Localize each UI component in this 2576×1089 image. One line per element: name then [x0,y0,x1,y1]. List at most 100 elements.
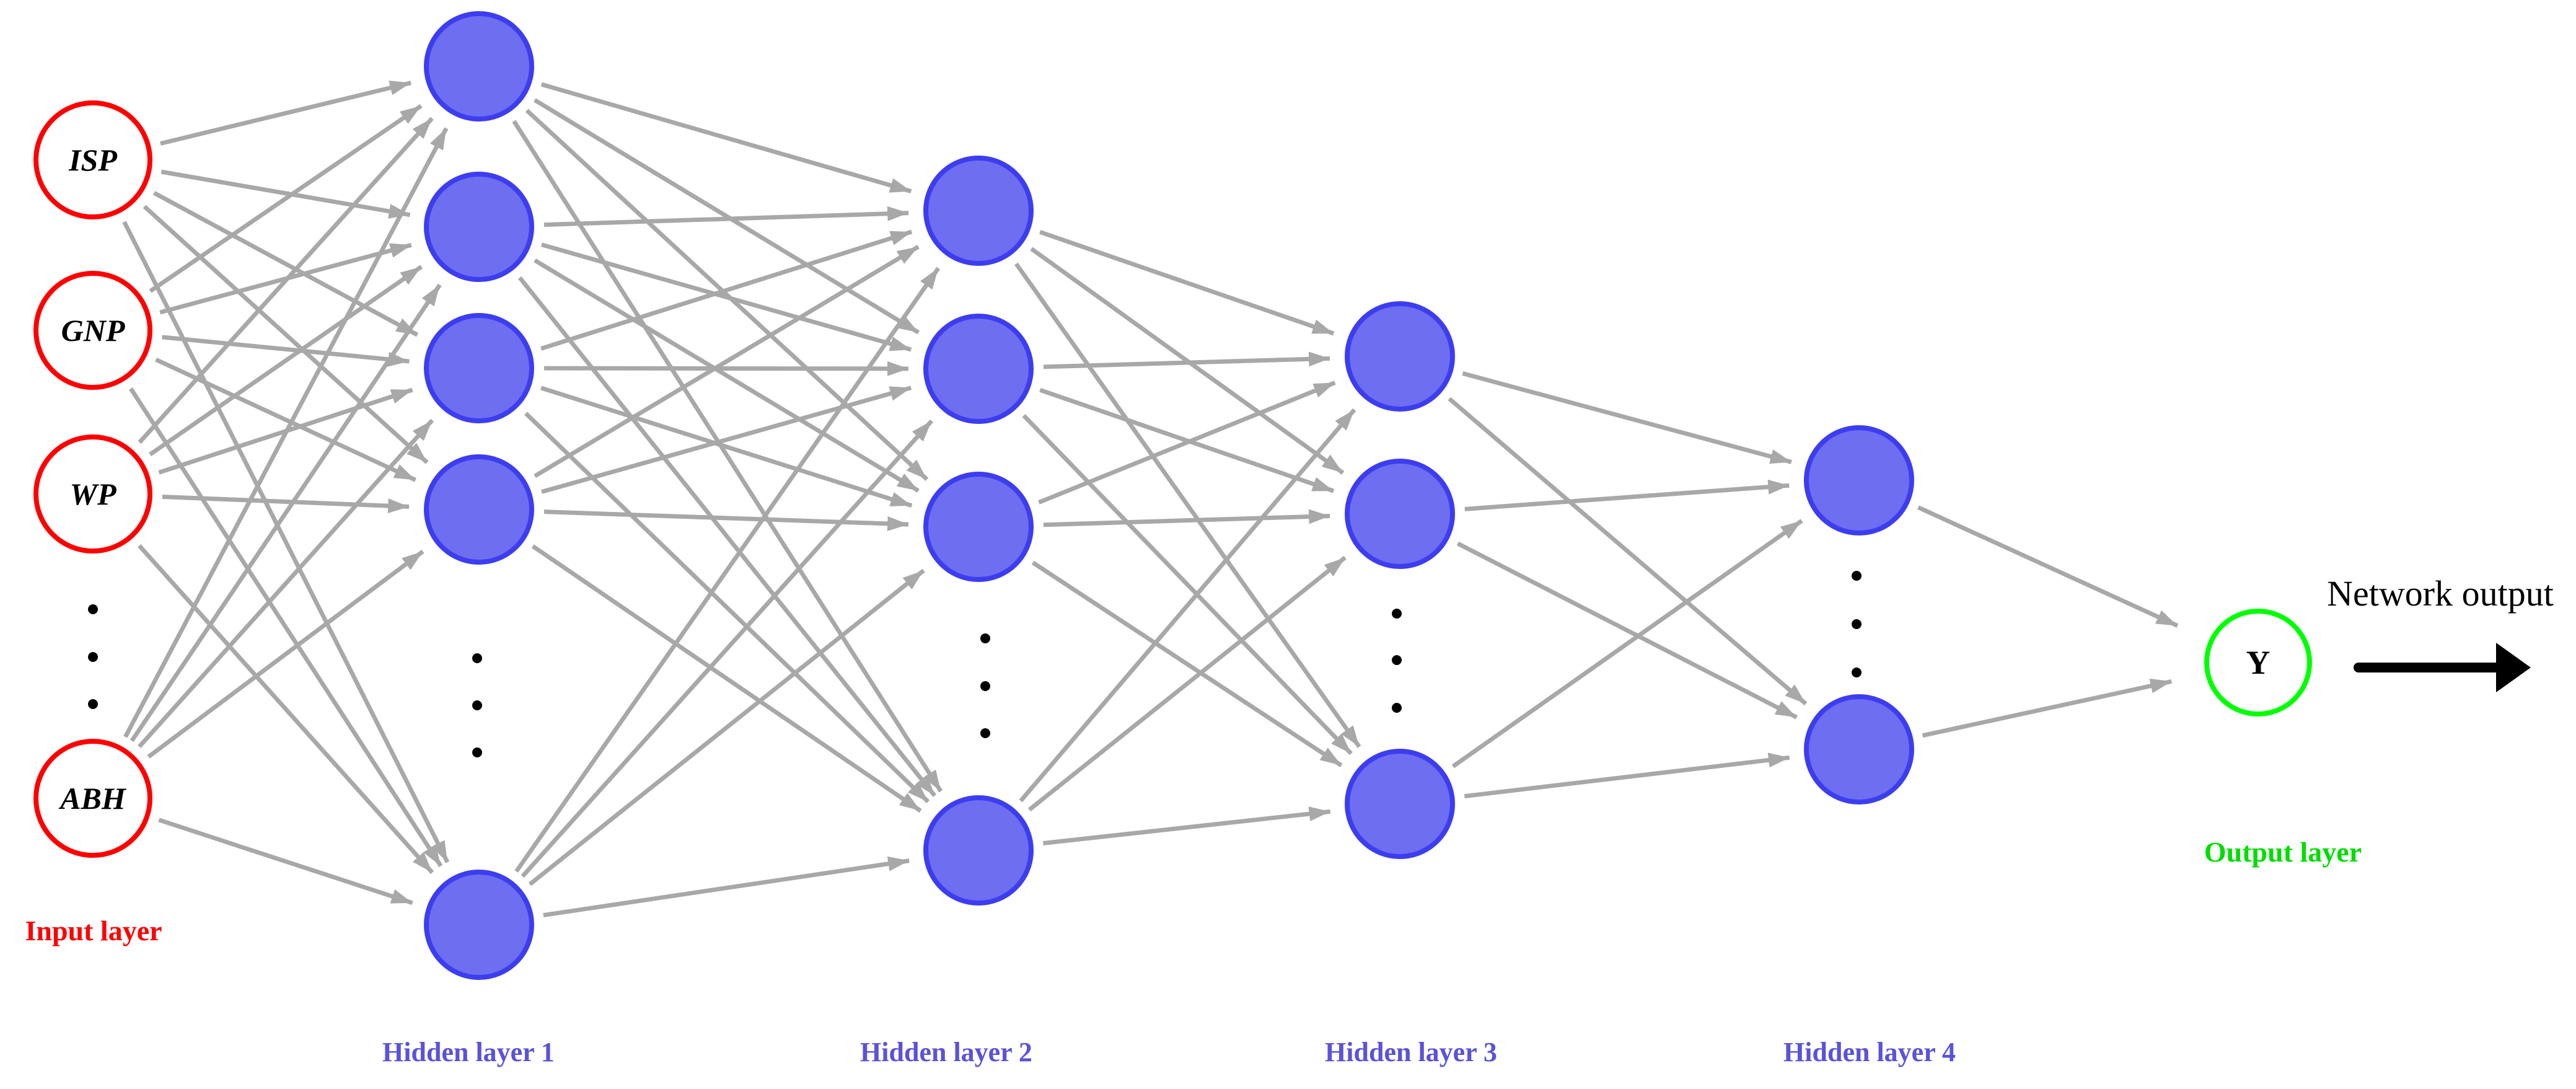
edge-input-layer-n4-to-hidden-layer-1-n4 [147,549,424,759]
output-layer-node-y [2204,609,2312,716]
edge-hidden-layer-1-n5-to-hidden-layer-2-n3 [528,568,925,886]
edge-hidden-layer-2-n4-to-hidden-layer-3-n2 [1027,555,1347,812]
input-layer-caption: Input layer [25,915,162,946]
edge-input-layer-n4-to-hidden-layer-1-n5 [158,818,413,906]
hidden-layer-2-ellipsis-dot [980,681,990,691]
hidden-layer-4-ellipsis-dot [1852,571,1862,581]
hidden-layer-4-node-1 [1804,425,1914,536]
edge-hidden-layer-2-n1-to-hidden-layer-3-n1 [1039,229,1335,336]
edge-hidden-layer-1-n4-to-hidden-layer-2-n2 [541,386,912,494]
edge-input-layer-n1-to-hidden-layer-1-n3 [152,191,419,337]
edge-hidden-layer-1-n3-to-hidden-layer-2-n4 [524,412,930,804]
hidden-layer-2-node-1 [923,156,1034,266]
edge-input-layer-n2-to-hidden-layer-1-n1 [149,104,423,293]
edge-input-layer-n2-to-hidden-layer-1-n5 [129,387,443,868]
hidden-layer-4-node-2 [1804,694,1914,805]
edge-input-layer-n3-to-hidden-layer-1-n1 [138,117,434,444]
network-output-group: Network output [2327,573,2554,692]
hidden-layer-1-node-2 [424,172,534,282]
input-layer-node-abh [33,739,152,858]
hidden-layer-2-caption: Hidden layer 2 [860,1037,1032,1067]
hidden-layer-4-ellipsis-dot [1852,619,1862,629]
edge-hidden-layer-3-n1-to-hidden-layer-4-n1 [1462,371,1792,464]
input-layer-ellipsis-dot [88,652,98,662]
edge-hidden-layer-1-n4-to-hidden-layer-2-n3 [543,509,909,531]
edge-hidden-layer-3-n2-to-hidden-layer-4-n2 [1456,541,1798,720]
input-layer-node-isp [33,100,152,219]
hidden-layer-2-node-4 [923,795,1034,906]
edge-hidden-layer-1-n2-to-hidden-layer-2-n1 [543,206,909,227]
hidden-layer-1-node-5 [424,870,534,980]
edge-hidden-layer-2-n3-to-hidden-layer-3-n1 [1038,381,1336,505]
edge-input-layer-n1-to-hidden-layer-1-n2 [160,169,411,219]
hidden-layer-4-ellipsis-dot [1852,668,1862,677]
hidden-layer-3-ellipsis-dot [1392,655,1402,665]
input-layer-node-isp-label: ISP [68,143,117,177]
edge-hidden-layer-2-n4-to-hidden-layer-3-n3 [1042,806,1331,845]
edge-hidden-layer-4-n1-to-output-layer-n1 [1917,505,2179,628]
hidden-layer-3-group: Hidden layer 3 [1325,301,1497,1067]
hidden-layer-4-caption: Hidden layer 4 [1783,1037,1956,1067]
edge-input-layer-n4-to-hidden-layer-1-n3 [138,418,434,748]
edge-input-layer-n4-to-hidden-layer-1-n1 [123,127,449,738]
edge-hidden-layer-1-n1-to-hidden-layer-2-n2 [534,98,920,335]
edge-hidden-layer-1-n1-to-hidden-layer-2-n3 [525,108,929,481]
edge-input-layer-n2-to-hidden-layer-1-n4 [155,357,416,482]
hidden-layer-2-group: Hidden layer 2 [860,156,1034,1067]
hidden-layer-1-node-4 [424,454,534,565]
hidden-layer-1-ellipsis-dot [472,747,482,757]
edge-hidden-layer-1-n4-to-hidden-layer-2-n4 [531,544,922,813]
input-layer-ellipsis-dot [88,604,98,614]
network-output-label: Network output [2327,573,2554,614]
input-layer-node-wp-label: WP [70,477,116,511]
edge-hidden-layer-3-n1-to-hidden-layer-4-n2 [1448,397,1808,706]
edge-hidden-layer-1-n5-to-hidden-layer-2-n1 [514,267,941,873]
edge-hidden-layer-2-n3-to-hidden-layer-3-n3 [1031,560,1343,767]
hidden-layer-3-caption: Hidden layer 3 [1325,1037,1497,1067]
edge-hidden-layer-1-n1-to-hidden-layer-2-n1 [540,82,912,193]
hidden-layer-2-ellipsis-dot [980,633,990,643]
edge-hidden-layer-1-n2-to-hidden-layer-2-n4 [517,276,937,798]
hidden-layer-4-group: Hidden layer 4 [1783,425,1956,1067]
hidden-layer-2-node-3 [923,472,1034,582]
edge-hidden-layer-1-n5-to-hidden-layer-2-n2 [521,419,934,878]
edge-hidden-layer-3-n3-to-hidden-layer-4-n2 [1464,752,1790,799]
edge-hidden-layer-1-n5-to-hidden-layer-2-n4 [543,856,910,917]
edge-hidden-layer-1-n2-to-hidden-layer-2-n3 [534,258,920,493]
edge-hidden-layer-1-n1-to-hidden-layer-2-n4 [512,120,943,793]
edge-input-layer-n3-to-hidden-layer-1-n2 [149,265,423,457]
edge-input-layer-n2-to-hidden-layer-1-n3 [162,335,410,367]
hidden-layer-1-caption: Hidden layer 1 [382,1037,555,1067]
input-layer-node-wp [33,434,152,553]
edge-hidden-layer-2-n3-to-hidden-layer-3-n2 [1043,509,1330,527]
hidden-layer-1-group: Hidden layer 1 [382,11,555,1067]
hidden-layer-2-node-2 [923,314,1034,424]
edge-hidden-layer-2-n2-to-hidden-layer-3-n1 [1043,351,1330,369]
edges-group [122,80,2179,917]
hidden-layer-3-node-1 [1345,301,1455,412]
hidden-layer-3-node-3 [1345,749,1455,859]
hidden-layer-2-ellipsis-dot [980,728,990,738]
edge-input-layer-n1-to-hidden-layer-1-n5 [122,221,450,863]
edge-hidden-layer-2-n4-to-hidden-layer-3-n1 [1019,408,1356,803]
output-layer-caption: Output layer [2204,836,2362,868]
edge-hidden-layer-1-n2-to-hidden-layer-2-n2 [541,242,912,352]
edge-input-layer-n4-to-hidden-layer-1-n2 [130,283,442,743]
edge-hidden-layer-1-n4-to-hidden-layer-2-n1 [534,244,920,478]
hidden-layer-1-ellipsis-dot [472,700,482,710]
hidden-layer-1-ellipsis-dot [472,653,482,663]
edge-input-layer-n3-to-hidden-layer-1-n5 [138,544,434,875]
edge-hidden-layer-2-n1-to-hidden-layer-3-n3 [1014,262,1361,748]
edge-input-layer-n1-to-hidden-layer-1-n1 [160,80,412,146]
input-layer-node-gnp [33,271,152,390]
edge-input-layer-n1-to-hidden-layer-1-n4 [143,205,429,464]
edge-hidden-layer-1-n3-to-hidden-layer-2-n2 [543,361,909,376]
hidden-layer-3-node-2 [1345,459,1455,569]
hidden-layer-1-node-1 [424,11,534,121]
input-layer-node-gnp-label: GNP [61,313,125,348]
edge-hidden-layer-4-n2-to-output-layer-n1 [1922,678,2173,738]
input-layer-ellipsis-dot [88,699,98,709]
edge-hidden-layer-1-n3-to-hidden-layer-2-n3 [540,386,913,508]
